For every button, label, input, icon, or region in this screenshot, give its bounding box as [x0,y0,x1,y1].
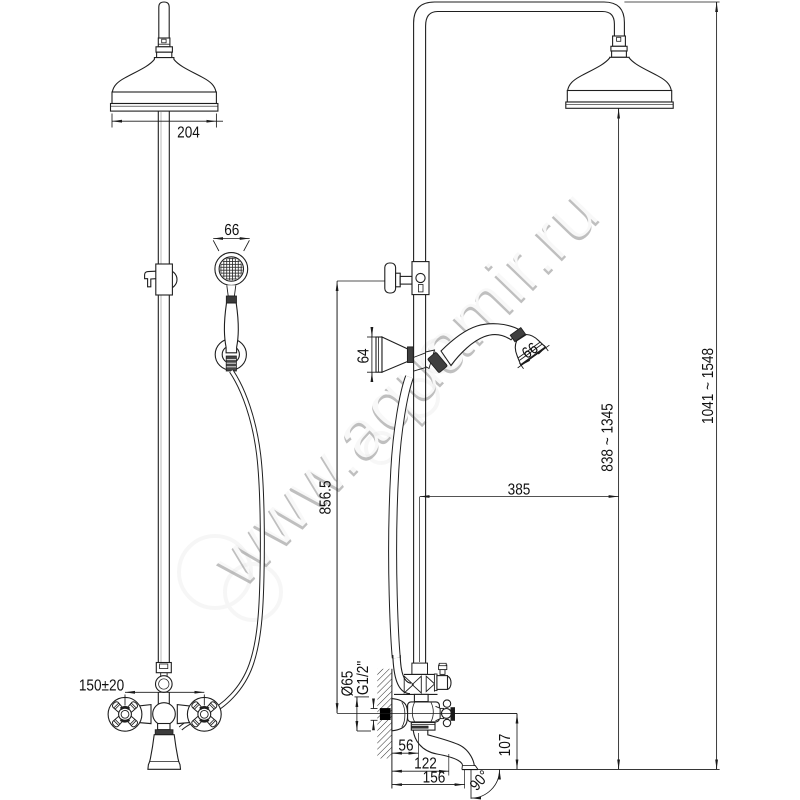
svg-text:66: 66 [224,222,239,239]
svg-text:Ø65: Ø65 [340,671,357,697]
svg-text:64: 64 [356,348,373,363]
svg-text:150±20: 150±20 [79,677,124,694]
svg-text:204: 204 [177,124,200,141]
svg-text:107: 107 [497,734,514,757]
svg-text:56: 56 [398,738,413,755]
svg-text:385: 385 [508,481,531,498]
svg-text:156: 156 [423,769,446,786]
svg-text:G1/2": G1/2" [355,661,372,695]
svg-text:122: 122 [414,756,437,773]
svg-text:1041 ~ 1548: 1041 ~ 1548 [700,348,717,424]
svg-text:856.5: 856.5 [318,480,335,514]
svg-text:838 ~ 1345: 838 ~ 1345 [600,403,617,472]
